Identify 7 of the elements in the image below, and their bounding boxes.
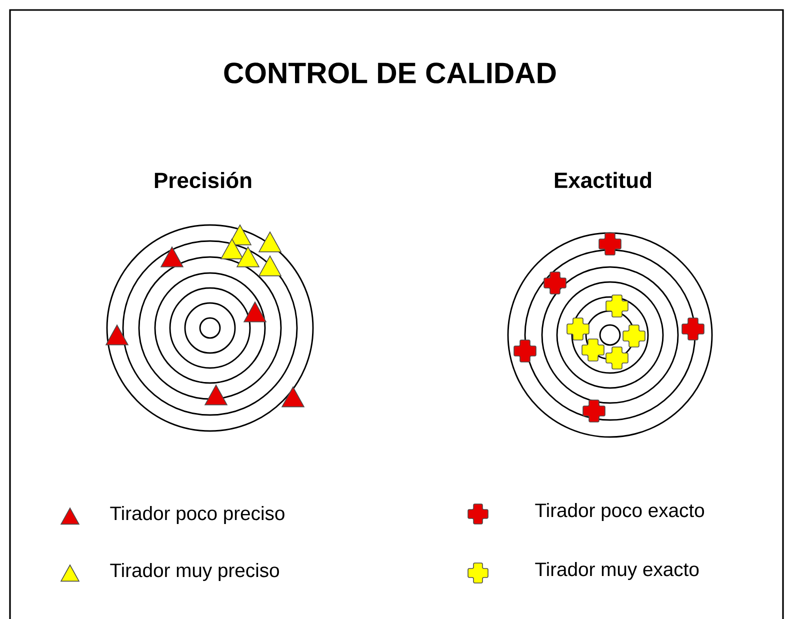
panel-heading: Exactitud <box>554 172 652 188</box>
legend-label: Tirador poco preciso <box>110 506 284 524</box>
title: CONTROL DE CALIDAD <box>224 62 556 84</box>
legend-label: Tirador poco exacto <box>535 503 704 522</box>
legend-label: Tirador muy exacto <box>535 562 699 580</box>
panel-heading: Precisión <box>154 172 252 188</box>
legend-label: Tirador muy preciso <box>110 563 279 582</box>
